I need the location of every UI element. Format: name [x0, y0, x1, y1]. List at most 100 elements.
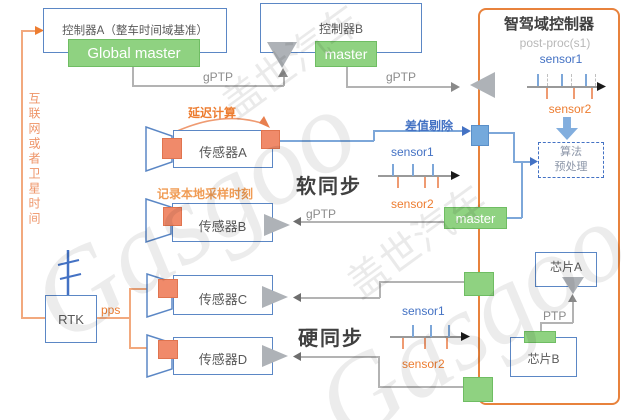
- timeline-tick: [397, 177, 399, 188]
- chip-b-port: [524, 331, 556, 343]
- pps-label: pps: [101, 303, 121, 317]
- panel-sensor2-label: sensor2: [548, 102, 592, 116]
- panel-master-badge: master: [444, 207, 507, 229]
- sensor-b-gptp-arrow: [293, 217, 301, 226]
- timeline-tick: [591, 88, 593, 99]
- soft-sensor2-label: sensor2: [391, 197, 434, 211]
- ptp-line-v1: [572, 302, 574, 323]
- reject-down-line: [513, 132, 515, 162]
- sensor-a-label: 传感器A: [199, 145, 247, 160]
- soft-sync-line-h1: [280, 140, 374, 142]
- sensor-d-line-h2: [378, 386, 463, 388]
- controller-b-master-badge: master: [315, 41, 377, 67]
- reject-port: [471, 125, 489, 146]
- arrow-into-controller-a: [35, 26, 44, 35]
- sensor-c-line-h1: [300, 297, 380, 299]
- controller-a-title: 控制器A（整车时间域基准）: [62, 25, 208, 37]
- timeline-tick: [424, 177, 426, 188]
- panel-timeline-arrow: [597, 82, 606, 91]
- rail-top-line: [21, 30, 36, 32]
- sensor-d-label: 传感器D: [198, 352, 248, 367]
- domain-controller-panel: [478, 8, 620, 405]
- hard-timeline-axis: [390, 336, 462, 338]
- rail-to-rtk-line: [21, 317, 45, 319]
- hard-sensor1-label: sensor1: [402, 304, 445, 318]
- hard-timeline-arrow: [461, 332, 470, 341]
- master-out-line: [506, 217, 522, 219]
- sensor-b-gptp-label: gPTP: [306, 207, 337, 221]
- panel-sensor1-label: sensor1: [539, 52, 583, 66]
- timeline-tick: [585, 74, 587, 86]
- timeline-tick-dashed: [595, 74, 596, 86]
- antenna-icon: [57, 250, 82, 296]
- soft-sync-line-v: [373, 130, 375, 141]
- chip-b-label: 芯片B: [527, 352, 560, 366]
- hard-sensor2-label: sensor2: [402, 357, 445, 371]
- domain-controller-title: 智驾域控制器: [503, 16, 594, 33]
- time-source-label: 互联网或者卫星时间: [27, 92, 41, 227]
- ptp-label: PTP: [543, 309, 567, 323]
- sensor-c-box: [173, 275, 273, 315]
- rtk-box: [45, 295, 97, 343]
- sensor-d-imager: [158, 340, 178, 359]
- algo-in-arrow: [530, 157, 538, 166]
- timeline-tick: [402, 338, 404, 349]
- timeline-tick: [537, 74, 539, 86]
- algo-line2: 预处理: [554, 161, 588, 173]
- sensor-b-label: 传感器B: [198, 219, 247, 234]
- gptp-a-line-v1: [132, 67, 134, 86]
- soft-sensor1-label: sensor1: [391, 145, 434, 159]
- global-master-badge: Global master: [68, 39, 200, 67]
- reject-label: 差值剔除: [405, 119, 454, 133]
- sensor-c-trigger-arrow: [293, 293, 301, 302]
- soft-sync-title: 软同步: [296, 176, 362, 198]
- sensor-b-box: [172, 203, 273, 242]
- sensor-c-line-v: [379, 281, 381, 298]
- timeline-tick: [412, 164, 414, 176]
- timeline-tick: [437, 177, 439, 188]
- sensor-c-line-h2: [379, 281, 464, 283]
- rtk-label: RTK: [58, 312, 84, 327]
- soft-sync-arrow: [462, 126, 471, 136]
- pps-line-h: [97, 317, 130, 319]
- timeline-tick-dashed: [571, 74, 572, 86]
- postproc-label: post-proc(s1): [519, 36, 591, 50]
- hard-sync-port-1: [464, 272, 494, 296]
- timeline-tick-dashed: [547, 74, 548, 86]
- timeline-tick: [448, 325, 450, 337]
- sensor-c-label: 传感器C: [198, 292, 248, 307]
- gptp-b-arrow: [451, 82, 460, 92]
- timeline-tick: [392, 164, 394, 176]
- timeline-tick: [412, 325, 414, 337]
- hard-sync-title: 硬同步: [298, 328, 364, 350]
- panel-timeline-axis: [527, 86, 598, 88]
- timeline-tick: [432, 164, 434, 176]
- sensor-b-imager: [163, 207, 182, 226]
- hard-sync-port-2: [463, 377, 493, 402]
- chip-a-label: 芯片A: [549, 260, 582, 274]
- delay-calc-arc: [174, 116, 270, 133]
- ptp-arrow: [568, 294, 577, 302]
- sensor-d-trigger-arrow: [293, 352, 301, 361]
- sensor-d-box: [173, 337, 273, 375]
- timeline-tick: [446, 338, 448, 349]
- controller-b-title: 控制器B: [318, 22, 363, 36]
- sensor-d-line-v: [378, 356, 380, 387]
- soft-sync-line-h2: [373, 130, 463, 132]
- pps-line-d: [131, 347, 148, 349]
- pps-line-v: [129, 288, 131, 349]
- sensor-b-gptp-line: [301, 221, 444, 223]
- gptp-a-arrow: [278, 68, 288, 77]
- ptp-line-h: [540, 322, 573, 324]
- sensor-c-imager: [158, 279, 178, 298]
- algo-line1: 算法: [560, 146, 582, 158]
- sample-time-note: 记录本地采样时刻: [157, 187, 254, 201]
- algo-preprocess-box: 算法 预处理: [538, 142, 604, 178]
- sensor-d-line-h1: [300, 356, 379, 358]
- timeline-tick: [546, 88, 548, 99]
- gptp-a-line-v2: [283, 77, 285, 86]
- soft-timeline-axis: [378, 175, 452, 177]
- sensor-a-timestamp-port: [261, 130, 280, 149]
- rail-vertical-line: [21, 30, 23, 318]
